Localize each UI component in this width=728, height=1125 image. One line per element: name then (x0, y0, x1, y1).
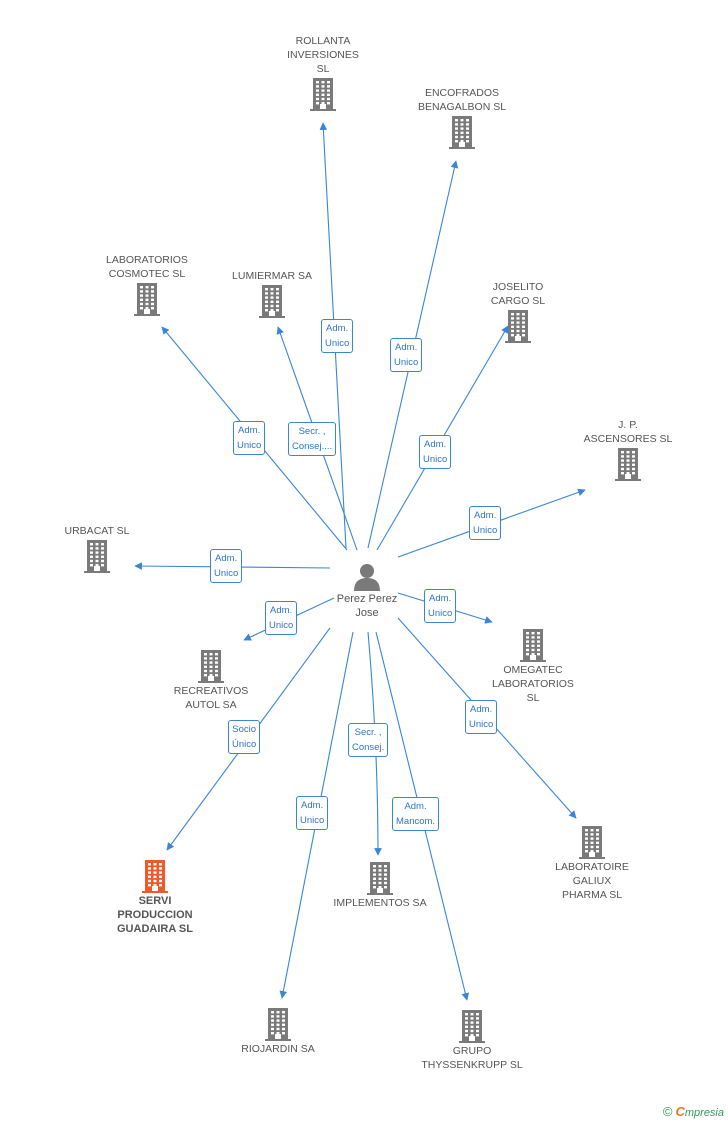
company-label: LABORATORIOS COSMOTEC SL (106, 254, 188, 280)
company-node-urbacat[interactable]: URBACAT SL (32, 524, 162, 574)
building-icon (198, 650, 224, 683)
building-icon (459, 1010, 485, 1043)
copyright-symbol: © (662, 1104, 673, 1119)
company-label: URBACAT SL (64, 525, 130, 537)
company-label: RECREATIVOS AUTOL SA (173, 685, 249, 711)
empresia-watermark: © Cmpresia (663, 1104, 724, 1119)
role-badge-servi[interactable]: Socio Único (228, 720, 261, 754)
company-label: J. P. ASCENSORES SL (583, 419, 673, 445)
role-badge-jp-ascensores[interactable]: Adm. Unico (469, 506, 502, 540)
company-node-galiux[interactable]: LABORATOIRE GALIUX PHARMA SL (527, 824, 657, 902)
role-badge-urbacat[interactable]: Adm. Unico (210, 549, 243, 583)
company-label: ENCOFRADOS BENAGALBON SL (417, 87, 507, 113)
building-icon (615, 448, 641, 481)
building-icon (134, 283, 160, 316)
role-badge-encofrados[interactable]: Adm. Unico (390, 338, 423, 372)
role-badge-rollanta[interactable]: Adm. Unico (321, 319, 354, 353)
company-node-joselito[interactable]: JOSELITO CARGO SL (453, 280, 583, 344)
building-icon (505, 310, 531, 343)
building-icon (367, 862, 393, 895)
building-icon (579, 826, 605, 859)
company-node-servi-produccion[interactable]: SERVI PRODUCCION GUADAIRA SL (90, 858, 220, 936)
company-node-lumiermar[interactable]: LUMIERMAR SA (207, 269, 337, 319)
building-icon (520, 629, 546, 662)
company-node-recreativos[interactable]: RECREATIVOS AUTOL SA (146, 648, 276, 712)
company-node-thyssenkrupp[interactable]: GRUPO THYSSENKRUPP SL (407, 1008, 537, 1072)
company-node-encofrados[interactable]: ENCOFRADOS BENAGALBON SL (397, 86, 527, 150)
company-label: LABORATOIRE GALIUX PHARMA SL (555, 861, 629, 901)
role-badge-lumiermar[interactable]: Secr. , Consej.... (288, 422, 337, 456)
building-icon (84, 540, 110, 573)
role-badge-implementos[interactable]: Secr. , Consej. (348, 723, 389, 757)
person-node[interactable]: Perez Perez Jose (302, 562, 432, 620)
company-label: GRUPO THYSSENKRUPP SL (421, 1045, 523, 1071)
person-icon (354, 564, 380, 591)
company-node-jp-ascensores[interactable]: J. P. ASCENSORES SL (563, 418, 693, 482)
company-node-riojardin[interactable]: RIOJARDIN SA (213, 1006, 343, 1056)
role-badge-omegatec[interactable]: Adm. Unico (424, 589, 457, 623)
company-label: SERVI PRODUCCION GUADAIRA SL (117, 895, 193, 935)
role-badge-riojardin[interactable]: Adm. Unico (296, 796, 329, 830)
building-icon (310, 78, 336, 111)
brand-initial: C (675, 1104, 685, 1119)
company-node-rollanta[interactable]: ROLLANTA INVERSIONES SL (258, 34, 388, 112)
company-label: RIOJARDIN SA (241, 1043, 315, 1055)
company-node-implementos[interactable]: IMPLEMENTOS SA (315, 860, 445, 910)
building-icon (265, 1008, 291, 1041)
company-node-omegatec[interactable]: OMEGATEC LABORATORIOS SL (468, 627, 598, 705)
role-badge-galiux[interactable]: Adm. Unico (465, 700, 498, 734)
building-icon (449, 116, 475, 149)
company-label: ROLLANTA INVERSIONES SL (287, 35, 359, 75)
person-name: Perez Perez Jose (336, 593, 398, 619)
role-badge-cosmotec[interactable]: Adm. Unico (233, 421, 266, 455)
role-badge-thyssenkrupp[interactable]: Adm. Mancom. (392, 797, 440, 831)
company-label: IMPLEMENTOS SA (333, 897, 427, 909)
company-node-cosmotec[interactable]: LABORATORIOS COSMOTEC SL (82, 253, 212, 317)
company-label: LUMIERMAR SA (232, 270, 312, 282)
role-badge-joselito[interactable]: Adm. Unico (419, 435, 452, 469)
company-label: JOSELITO CARGO SL (490, 281, 546, 307)
building-icon-highlighted (142, 860, 168, 893)
company-label: OMEGATEC LABORATORIOS SL (492, 664, 574, 704)
role-badge-recreativos[interactable]: Adm. Unico (265, 601, 298, 635)
brand-name: mpresia (684, 1107, 724, 1119)
building-icon (259, 285, 285, 318)
